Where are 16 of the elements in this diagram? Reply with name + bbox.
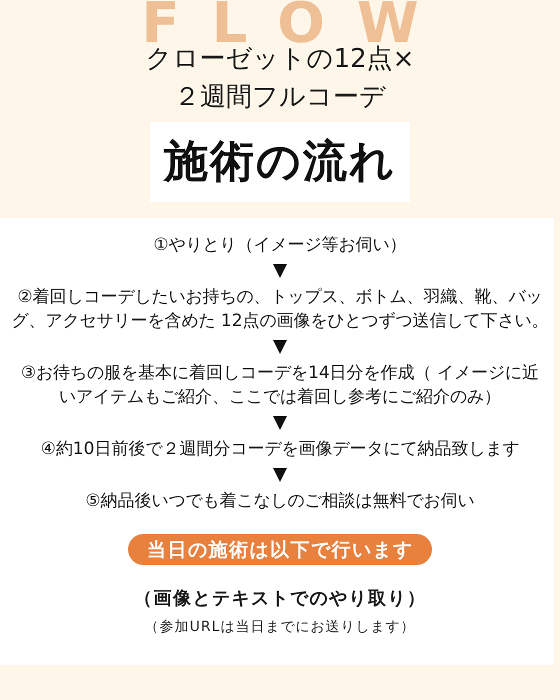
arrow (273, 416, 287, 430)
step-text: ②着回しコーデしたいお持ちの、トップス、ボトム、羽織、靴、バッグ、アクセサリーを含めた 12点の画像をひとつずつ送信して下さい。 (10, 285, 550, 333)
arrow (273, 340, 287, 354)
step-text: ③お待ちの服を基本に着回しコーデを14日分を作成（ イメージに近いアイテムもご紹介、ここでは着回し参考にご紹介のみ） (15, 361, 545, 409)
arrow (273, 468, 287, 482)
subheading-text: （画像とテキストでのやり取り） (134, 587, 426, 611)
background-heading: FLOW (141, 3, 419, 45)
heading-text: 施術の流れ (164, 136, 396, 188)
pill-text: 当日の施術は以下で行います (146, 538, 414, 562)
arrow (273, 264, 287, 278)
step-text: ④約10日前後で２週間分コーデを画像データにて納品致します (40, 437, 520, 461)
title-text: クローゼットの12点×２週間フルコーデ (144, 43, 416, 114)
note-text: （参加URLは当日までにお送りします） (144, 618, 416, 637)
step-text: ①やりとり（イメージ等お伺い） (153, 233, 407, 257)
label-pill (128, 534, 432, 565)
step-text: ⑤納品後いつでも着こなしのご相談は無料でお伺い (85, 489, 475, 513)
